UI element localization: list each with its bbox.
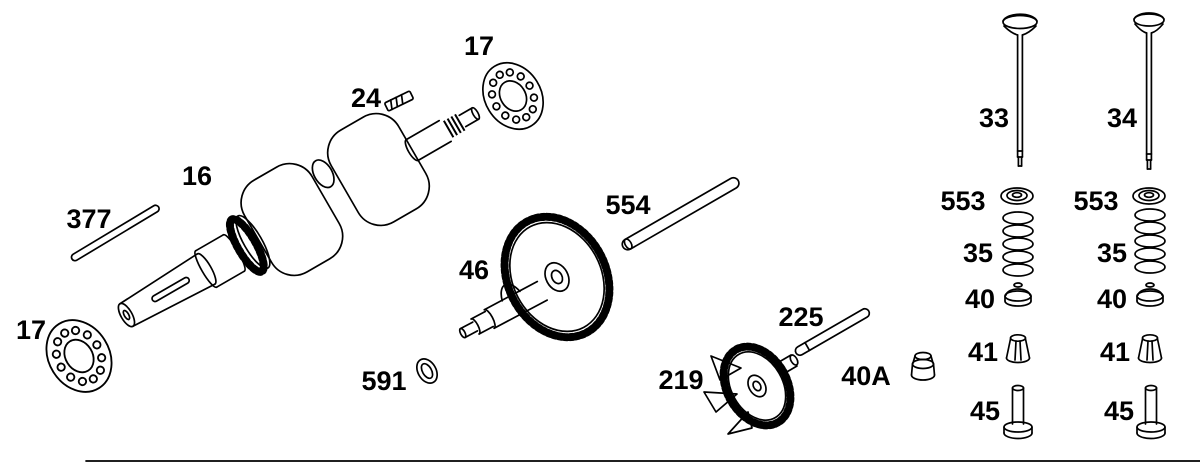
retainer-right-icon	[1136, 282, 1164, 307]
part-label-24: 24	[351, 83, 381, 113]
part-label-554: 554	[605, 190, 650, 220]
washer-icon	[416, 358, 438, 384]
part-label-35-right: 35	[1097, 238, 1127, 268]
pin-225-icon	[794, 307, 871, 357]
part-label-225: 225	[778, 302, 823, 332]
part-label-17-left: 17	[16, 315, 46, 345]
part-label-45-right: 45	[1104, 396, 1134, 426]
part-label-41-left: 41	[968, 337, 998, 367]
shaft-key-icon	[70, 204, 160, 262]
part-label-46: 46	[459, 255, 489, 285]
seal-left-icon	[1000, 187, 1034, 205]
valve-spring-right-drawing	[1134, 208, 1166, 274]
part-label-40-left: 40	[965, 284, 995, 314]
part-label-45-left: 45	[970, 396, 1000, 426]
valve-34-drawing	[1133, 12, 1165, 170]
part-label-17-top: 17	[464, 31, 494, 61]
collar-right-icon	[1137, 333, 1163, 364]
part-label-35-left: 35	[963, 238, 993, 268]
part-label-553-left: 553	[940, 186, 985, 216]
part-label-591: 591	[361, 366, 406, 396]
part-label-40A: 40A	[841, 361, 891, 391]
ball-bearing-left-icon	[32, 307, 126, 405]
part-label-33: 33	[979, 103, 1009, 133]
part-label-16: 16	[182, 161, 212, 191]
part-label-219: 219	[658, 365, 703, 395]
part-label-553-right: 553	[1073, 186, 1118, 216]
cap-40a-icon	[910, 351, 936, 381]
valve-spring-left-drawing	[1002, 211, 1034, 277]
ball-bearing-top-icon	[469, 50, 557, 142]
collar-left-icon	[1005, 333, 1031, 364]
retainer-left-icon	[1004, 282, 1032, 307]
part-label-41-right: 41	[1100, 337, 1130, 367]
tappet-right-drawing	[1136, 384, 1166, 440]
valve-33-drawing	[1002, 13, 1038, 167]
part-label-34: 34	[1107, 103, 1137, 133]
key-icon	[384, 90, 414, 112]
tappet-left-drawing	[1003, 384, 1033, 440]
shaft-554-icon	[621, 176, 740, 251]
governor-gear-drawing	[703, 342, 799, 435]
seal-right-icon	[1132, 187, 1166, 205]
crankshaft-drawing	[117, 106, 481, 328]
part-label-377: 377	[66, 204, 111, 234]
part-label-40-right: 40	[1097, 284, 1127, 314]
